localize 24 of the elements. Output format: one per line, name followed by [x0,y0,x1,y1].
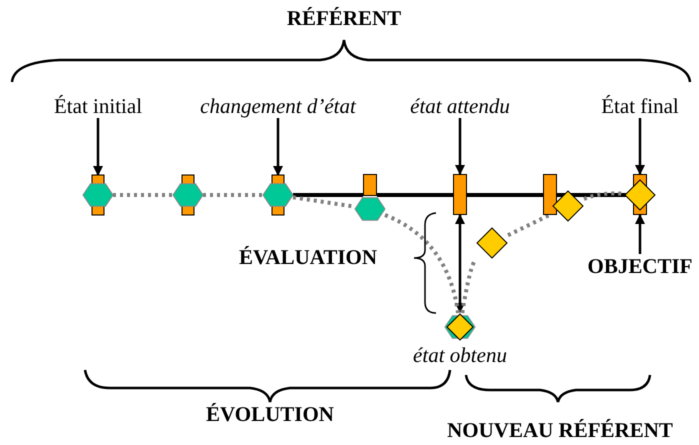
state-caption: état obtenu [413,343,507,367]
line [460,258,478,314]
line [293,193,363,197]
line [583,191,624,201]
heading-label: NOUVEAU RÉFÉRENT [447,418,673,442]
arrow [635,214,645,254]
arrow [455,118,465,175]
line [467,193,543,197]
heading-label: ÉVALUATION [238,245,378,269]
line [113,193,173,197]
arrow [273,118,283,176]
heading-label: RÉFÉRENT [286,6,402,30]
arrow [93,118,103,176]
line [377,193,453,197]
state-label: État final [601,94,679,118]
arrow [635,118,645,175]
state-label: État initial [54,94,142,118]
heading-label: ÉVOLUTION [206,402,334,426]
state-label: OBJECTIF [587,254,693,278]
state-label: état attendu [410,94,510,118]
state-label: changement d’état [200,94,356,118]
line [203,193,263,197]
line [384,213,460,314]
arrow [455,214,465,313]
